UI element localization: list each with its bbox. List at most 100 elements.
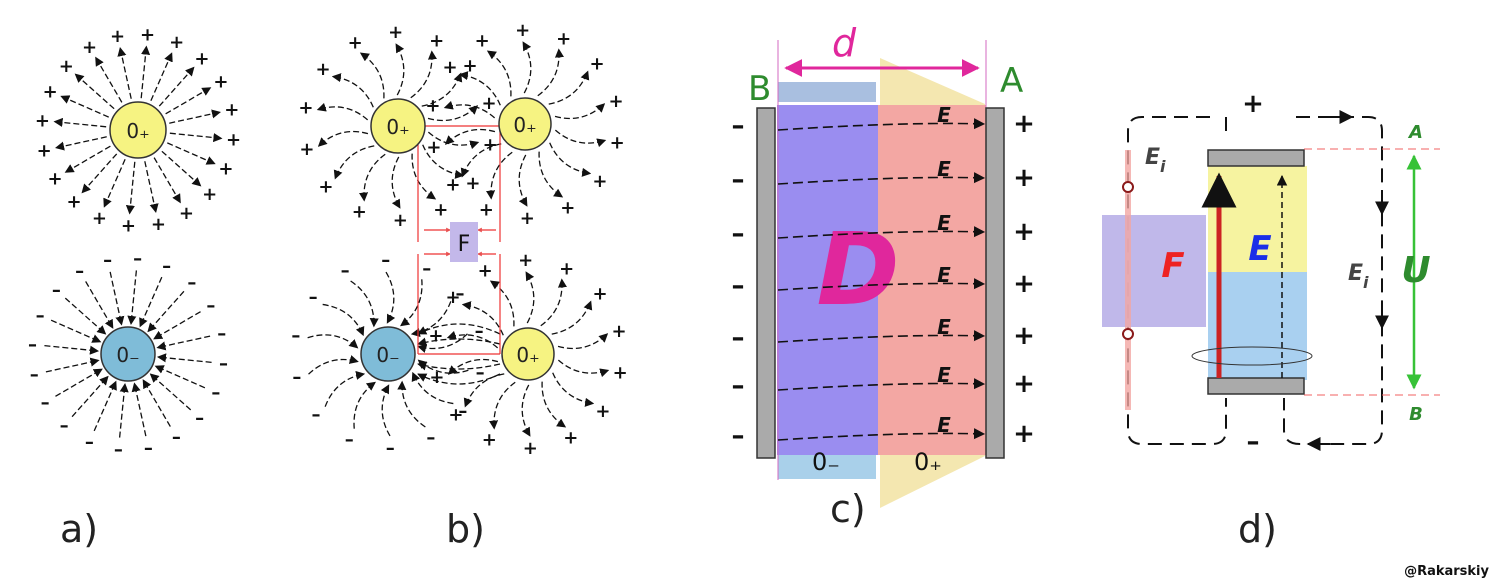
field-line [169, 132, 223, 143]
ei-label-left: Ei [1145, 145, 1166, 176]
field-line [117, 47, 132, 99]
minus-sign: – [475, 321, 484, 342]
field-line [538, 151, 564, 198]
field-line [161, 150, 202, 187]
minus-sign: – [291, 325, 300, 346]
minus-sign: – [292, 367, 301, 388]
plus-sign: + [299, 139, 314, 160]
minus-sign: – [422, 258, 431, 279]
minus-sign: – [162, 256, 171, 277]
field-line [411, 153, 437, 200]
bottom-plate [1207, 377, 1305, 395]
field-line [777, 428, 986, 441]
positive-charge-top-left [370, 98, 426, 154]
field-line [55, 136, 107, 151]
field-label: E [1248, 229, 1271, 269]
field-line [549, 142, 592, 177]
minus-sign: – [172, 427, 181, 448]
minus-sign: – [341, 260, 350, 281]
plus-sign: + [478, 260, 493, 281]
bottom-right-label: 0₊ [914, 448, 942, 476]
minus-sign: – [476, 363, 485, 384]
point-b-label: B [1409, 404, 1423, 425]
pink-region [878, 105, 986, 455]
plus-sign: + [433, 200, 448, 221]
field-line [458, 71, 501, 106]
field-line [50, 319, 102, 343]
field-line [410, 50, 437, 99]
field-line [551, 300, 593, 335]
plus-sign: + [151, 214, 166, 235]
plus-sign: + [388, 22, 403, 43]
field-line [150, 52, 173, 101]
field-line [447, 358, 499, 375]
plus-sign: + [48, 168, 63, 189]
field-line [85, 281, 114, 329]
plus-sign: + [426, 137, 441, 158]
top-plate [1207, 149, 1305, 167]
plus-sign: + [445, 174, 460, 195]
field-line [557, 359, 610, 378]
field-line [541, 381, 567, 428]
plus-sign: + [610, 133, 625, 154]
right-plate [985, 107, 1005, 459]
field-line [317, 130, 369, 147]
positive-charge-label: 0₊ [126, 119, 149, 143]
field-line [154, 365, 206, 389]
ei-label-right: Ei [1348, 261, 1369, 292]
minus-charges-ring: –––––––––––––––––––– [28, 248, 228, 460]
plus-sign: + [448, 404, 463, 425]
force-label: F [458, 232, 471, 257]
plus-sign: + [1013, 269, 1035, 299]
field-line [53, 117, 107, 128]
plus-sign: + [462, 56, 477, 77]
loop-ellipse [1191, 346, 1313, 366]
field-line [444, 128, 496, 145]
field-line [521, 384, 531, 437]
ring-top [1122, 181, 1134, 193]
minus-sign: – [144, 438, 153, 459]
plus-sign: + [1013, 163, 1035, 193]
field-line [489, 280, 515, 327]
minus-sign: – [36, 305, 45, 326]
field-line [147, 290, 185, 333]
force-box [1102, 215, 1206, 327]
field-line [55, 368, 103, 397]
violet-region [777, 105, 878, 455]
field-line [777, 330, 986, 343]
watermark: @Rakarskiy [1404, 564, 1489, 579]
plus-sign: + [560, 198, 575, 219]
field-line [118, 382, 129, 438]
panel-b: ++++++++++++++++++++++++++++++++++++++++… [291, 20, 627, 551]
field-line-label: E [937, 157, 951, 181]
minus-sign: – [195, 408, 204, 429]
field-line [427, 131, 480, 150]
minus-sign: – [85, 432, 94, 453]
plus-sign: + [443, 57, 458, 78]
field-line-label: E [937, 103, 951, 127]
plus-sign: + [218, 159, 233, 180]
top-plus: + [1242, 89, 1264, 119]
plus-sign: + [224, 100, 239, 121]
plus-sign: + [298, 97, 313, 118]
panel-a: ++++++++++++++++++++ 0₊ ––––––––––––––––… [28, 24, 241, 551]
panel-a-label: a) [60, 507, 98, 551]
plus-sign: + [110, 26, 125, 47]
field-line [385, 271, 396, 324]
plus-sign: + [523, 438, 538, 459]
field-line [489, 381, 516, 430]
minus-sign: – [187, 272, 196, 293]
plus-sign: + [194, 48, 209, 69]
plus-sign: + [589, 54, 604, 75]
plus-sign: + [92, 208, 107, 229]
field-line [554, 103, 606, 120]
plus-sign: + [316, 59, 331, 80]
minus-sign: – [732, 219, 745, 249]
minus-sign: – [206, 296, 215, 317]
field-line [395, 43, 405, 96]
field-line [144, 161, 159, 213]
plus-sign: + [213, 72, 228, 93]
minus-sign: – [41, 392, 50, 413]
plus-charges-ring: ++++++++++++++++++++ [35, 24, 241, 236]
